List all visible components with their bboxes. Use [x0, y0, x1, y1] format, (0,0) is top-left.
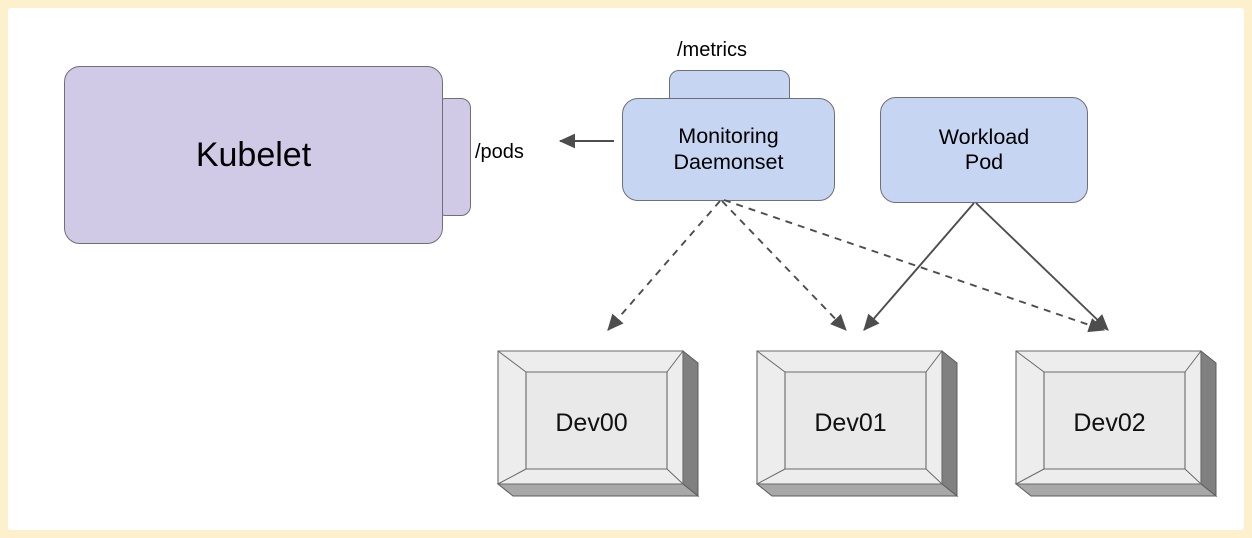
node-workload-pod[interactable]: Workload Pod — [880, 97, 1088, 203]
node-monitoring-daemonset[interactable]: Monitoring Daemonset — [622, 98, 835, 201]
node-device-dev00[interactable]: Dev00 — [493, 345, 704, 502]
node-monitoring-daemonset-label: Monitoring Daemonset — [673, 124, 784, 174]
node-workload-pod-label: Workload Pod — [938, 124, 1030, 174]
node-device-dev01[interactable]: Dev01 — [752, 345, 963, 502]
edge-label-metrics: /metrics — [677, 39, 747, 61]
device-frame-icon — [755, 349, 959, 498]
diagram-surface: Kubelet Monitoring Daemonset Workload Po… — [8, 8, 1244, 530]
edge-workload-to-dev02 — [975, 202, 1109, 331]
device-frame-icon — [1014, 349, 1218, 498]
edge-monitoring-to-dev00 — [607, 200, 721, 331]
edge-monitoring-to-dev01 — [721, 200, 847, 331]
device-frame-icon — [496, 349, 700, 498]
node-kubelet-label: Kubelet — [195, 135, 312, 174]
edge-monitoring-to-dev02 — [723, 199, 1106, 333]
node-kubelet[interactable]: Kubelet — [64, 66, 443, 244]
node-device-dev02[interactable]: Dev02 — [1011, 345, 1222, 502]
edge-workload-to-dev01 — [863, 202, 975, 331]
edge-label-pods: /pods — [475, 141, 524, 163]
